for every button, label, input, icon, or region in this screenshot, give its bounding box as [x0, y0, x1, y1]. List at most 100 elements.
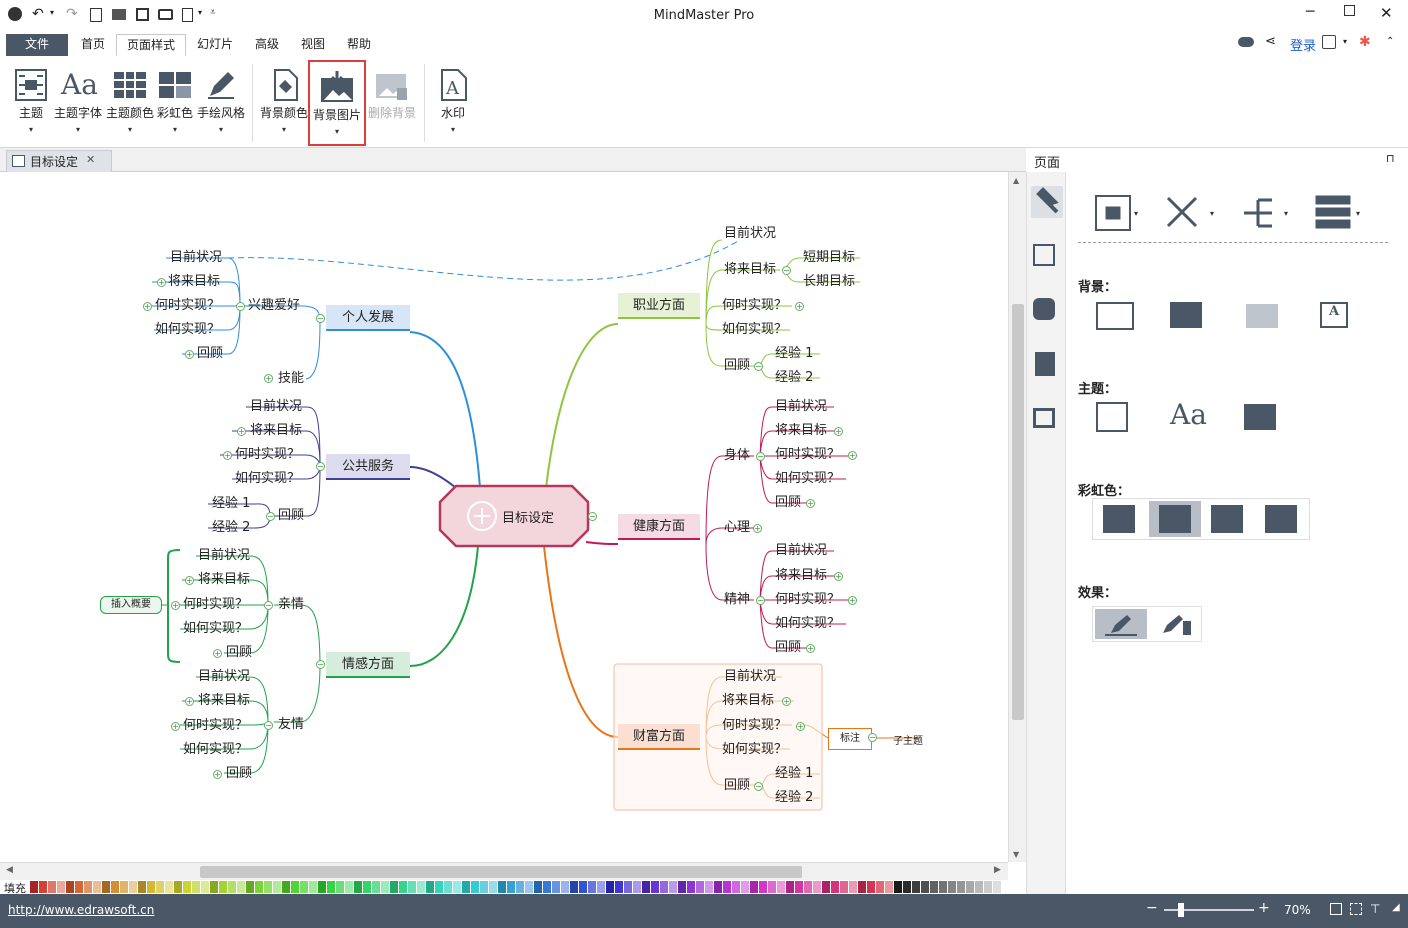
topic-future[interactable]: 将来目标: [724, 262, 777, 277]
topic-current[interactable]: 目前状况: [724, 669, 777, 684]
new-file-icon[interactable]: [90, 8, 102, 22]
color-swatch[interactable]: [237, 881, 245, 893]
color-swatch[interactable]: [471, 881, 479, 893]
expand-toggle-icon[interactable]: +: [264, 374, 273, 383]
expand-toggle-icon[interactable]: +: [834, 427, 843, 436]
badge-icon[interactable]: [1035, 352, 1055, 376]
collapse-toggle-icon[interactable]: −: [782, 266, 791, 275]
topic-future[interactable]: 将来目标: [168, 274, 221, 289]
file-menu[interactable]: 文件: [6, 34, 68, 56]
color-swatch[interactable]: [975, 881, 983, 893]
expand-toggle-icon[interactable]: +: [753, 524, 762, 533]
tab-view[interactable]: 视图: [300, 37, 325, 51]
theme-option-icon[interactable]: [1096, 402, 1128, 432]
scroll-right-icon[interactable]: ▶: [994, 865, 1001, 875]
color-swatch[interactable]: [489, 881, 497, 893]
app-center-icon[interactable]: ✱: [1359, 34, 1371, 50]
color-swatch[interactable]: [795, 881, 803, 893]
color-swatch[interactable]: [282, 881, 290, 893]
color-swatch[interactable]: [246, 881, 254, 893]
color-swatch[interactable]: [885, 881, 893, 893]
expand-toggle-icon[interactable]: +: [171, 601, 180, 610]
topic-future[interactable]: 将来目标: [775, 423, 828, 438]
quick-access-more-icon[interactable]: ⩡: [210, 7, 216, 18]
collapse-toggle-icon[interactable]: −: [264, 601, 273, 610]
color-swatch[interactable]: [138, 881, 146, 893]
hand-drawn-button[interactable]: 手绘风格▾: [196, 64, 246, 142]
color-swatch[interactable]: [597, 881, 605, 893]
color-swatch[interactable]: [327, 881, 335, 893]
color-swatch[interactable]: [912, 881, 920, 893]
color-swatch[interactable]: [957, 881, 965, 893]
topic-hobby[interactable]: 兴趣爱好: [248, 298, 301, 313]
skin-icon[interactable]: [1322, 35, 1336, 49]
topic-when[interactable]: 何时实现？: [183, 597, 249, 612]
topic-short-term[interactable]: 短期目标: [803, 250, 856, 265]
topic-when[interactable]: 何时实现？: [235, 447, 301, 462]
branch-health[interactable]: 健康方面: [618, 514, 700, 540]
vertical-scroll-thumb[interactable]: [1012, 304, 1024, 720]
color-swatch[interactable]: [453, 881, 461, 893]
color-swatch[interactable]: [534, 881, 542, 893]
color-swatch[interactable]: [750, 881, 758, 893]
topic-body[interactable]: 身体: [724, 448, 751, 463]
zoom-slider[interactable]: [1164, 909, 1254, 911]
minimize-icon[interactable]: ─: [1306, 4, 1315, 20]
color-swatch[interactable]: [831, 881, 839, 893]
branch-wealth[interactable]: 财富方面: [618, 724, 700, 750]
close-tab-icon[interactable]: ✕: [86, 153, 96, 166]
tab-advanced[interactable]: 高级: [254, 37, 279, 51]
color-swatch[interactable]: [813, 881, 821, 893]
print-icon[interactable]: [158, 9, 173, 20]
color-swatch[interactable]: [678, 881, 686, 893]
color-swatch[interactable]: [723, 881, 731, 893]
topic-exp2[interactable]: 经验 2: [212, 520, 251, 535]
color-swatch[interactable]: [651, 881, 659, 893]
color-swatch[interactable]: [399, 881, 407, 893]
color-swatch[interactable]: [579, 881, 587, 893]
expand-toggle-icon[interactable]: +: [806, 644, 815, 653]
collapse-toggle-icon[interactable]: −: [756, 452, 765, 461]
color-swatch[interactable]: [948, 881, 956, 893]
zoom-slider-thumb[interactable]: [1178, 903, 1184, 917]
topic-future[interactable]: 将来目标: [722, 693, 775, 708]
collapse-toggle-icon[interactable]: −: [868, 733, 877, 742]
color-swatch[interactable]: [543, 881, 551, 893]
bg-image-option-icon[interactable]: [1170, 302, 1202, 328]
topic-current[interactable]: 目前状况: [775, 543, 828, 558]
color-swatch[interactable]: [777, 881, 785, 893]
expand-toggle-icon[interactable]: +: [806, 499, 815, 508]
theme-button[interactable]: 主题▾: [6, 64, 56, 142]
summary-callout[interactable]: 插入概要: [100, 596, 162, 614]
color-swatch[interactable]: [291, 881, 299, 893]
color-swatch[interactable]: [66, 881, 74, 893]
rainbow-button[interactable]: 彩虹色▾: [150, 64, 200, 142]
collapse-toggle-icon[interactable]: −: [316, 462, 325, 471]
topic-future[interactable]: 将来目标: [250, 423, 303, 438]
expand-toggle-icon[interactable]: +: [795, 302, 804, 311]
tab-slides[interactable]: 幻灯片: [196, 37, 233, 51]
collapse-toggle-icon[interactable]: −: [316, 314, 325, 323]
color-swatch[interactable]: [804, 881, 812, 893]
tab-home[interactable]: 首页: [80, 37, 105, 51]
color-swatch[interactable]: [300, 881, 308, 893]
fit-page-icon[interactable]: [1330, 903, 1342, 915]
color-swatch[interactable]: [687, 881, 695, 893]
horizontal-scroll-thumb[interactable]: [200, 866, 802, 878]
color-swatch[interactable]: [858, 881, 866, 893]
color-swatch[interactable]: [129, 881, 137, 893]
color-swatch[interactable]: [507, 881, 515, 893]
font-option-icon[interactable]: Aa: [1170, 398, 1207, 431]
color-swatch[interactable]: [525, 881, 533, 893]
topic-exp1[interactable]: 经验 1: [775, 346, 814, 361]
color-swatch[interactable]: [552, 881, 560, 893]
topic-current[interactable]: 目前状况: [724, 226, 777, 241]
branch-public[interactable]: 公共服务: [326, 454, 410, 480]
color-swatch[interactable]: [624, 881, 632, 893]
topic-how[interactable]: 如何实现？: [775, 616, 841, 631]
color-swatch[interactable]: [642, 881, 650, 893]
topic-exp2[interactable]: 经验 2: [775, 370, 814, 385]
pin-icon[interactable]: ⊓: [1386, 152, 1395, 165]
expand-toggle-icon[interactable]: +: [185, 576, 194, 585]
calendar-icon[interactable]: [1033, 408, 1055, 428]
